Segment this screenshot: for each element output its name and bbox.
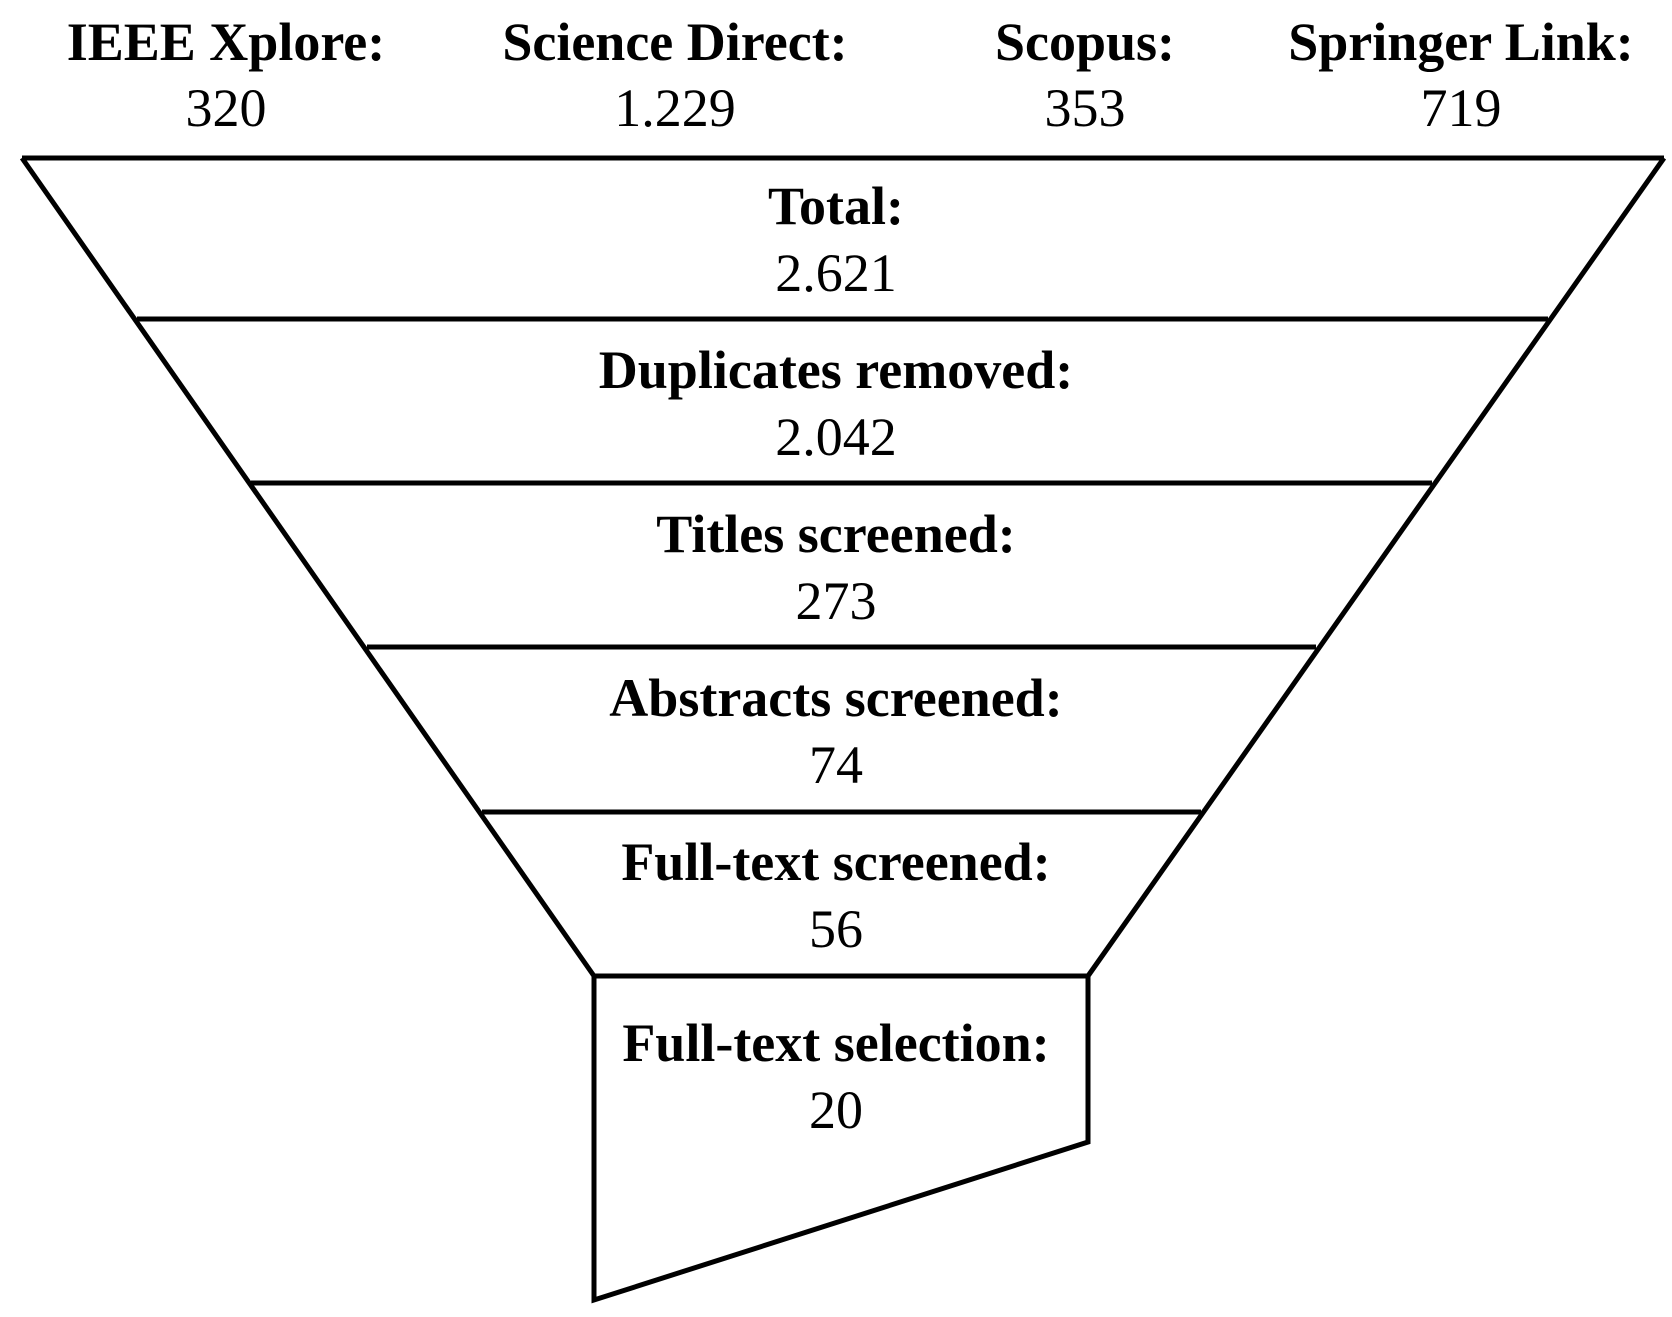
stage-label: Full-text selection:	[622, 1013, 1050, 1073]
source-ieee-xplore: IEEE Xplore: 320	[16, 10, 436, 142]
stage-label: Duplicates removed:	[598, 340, 1074, 400]
source-count: 353	[1044, 78, 1126, 138]
source-count: 719	[1420, 78, 1502, 138]
stage-abstracts-screened: Abstracts screened: 74	[436, 666, 1236, 800]
source-label: Science Direct:	[502, 12, 848, 72]
stage-count: 2.621	[775, 243, 897, 303]
stage-duplicates-removed: Duplicates removed: 2.042	[436, 338, 1236, 472]
source-science-direct: Science Direct: 1.229	[465, 10, 885, 142]
stage-label: Titles screened:	[656, 504, 1016, 564]
funnel-right-edge	[1085, 156, 1667, 978]
source-label: Springer Link:	[1288, 12, 1634, 72]
stage-count: 74	[809, 735, 863, 795]
stage-full-text-screened: Full-text screened: 56	[436, 830, 1236, 964]
source-count: 320	[185, 78, 267, 138]
funnel-left-edge	[19, 156, 597, 978]
source-springer-link: Springer Link: 719	[1251, 10, 1671, 142]
source-count: 1.229	[614, 78, 736, 138]
stage-label: Total:	[767, 176, 905, 236]
funnel-spout	[591, 976, 1091, 1304]
stage-label: Abstracts screened:	[609, 668, 1063, 728]
source-scopus: Scopus: 353	[875, 10, 1295, 142]
source-label: IEEE Xplore:	[66, 12, 386, 72]
stage-full-text-selection: Full-text selection: 20	[436, 1011, 1236, 1145]
stage-total: Total: 2.621	[436, 174, 1236, 308]
stage-count: 273	[795, 571, 877, 631]
stage-label: Full-text screened:	[621, 832, 1051, 892]
stage-count: 2.042	[775, 407, 897, 467]
stage-count: 56	[809, 899, 863, 959]
stage-titles-screened: Titles screened: 273	[436, 502, 1236, 636]
stage-count: 20	[809, 1080, 863, 1140]
source-label: Scopus:	[994, 12, 1176, 72]
